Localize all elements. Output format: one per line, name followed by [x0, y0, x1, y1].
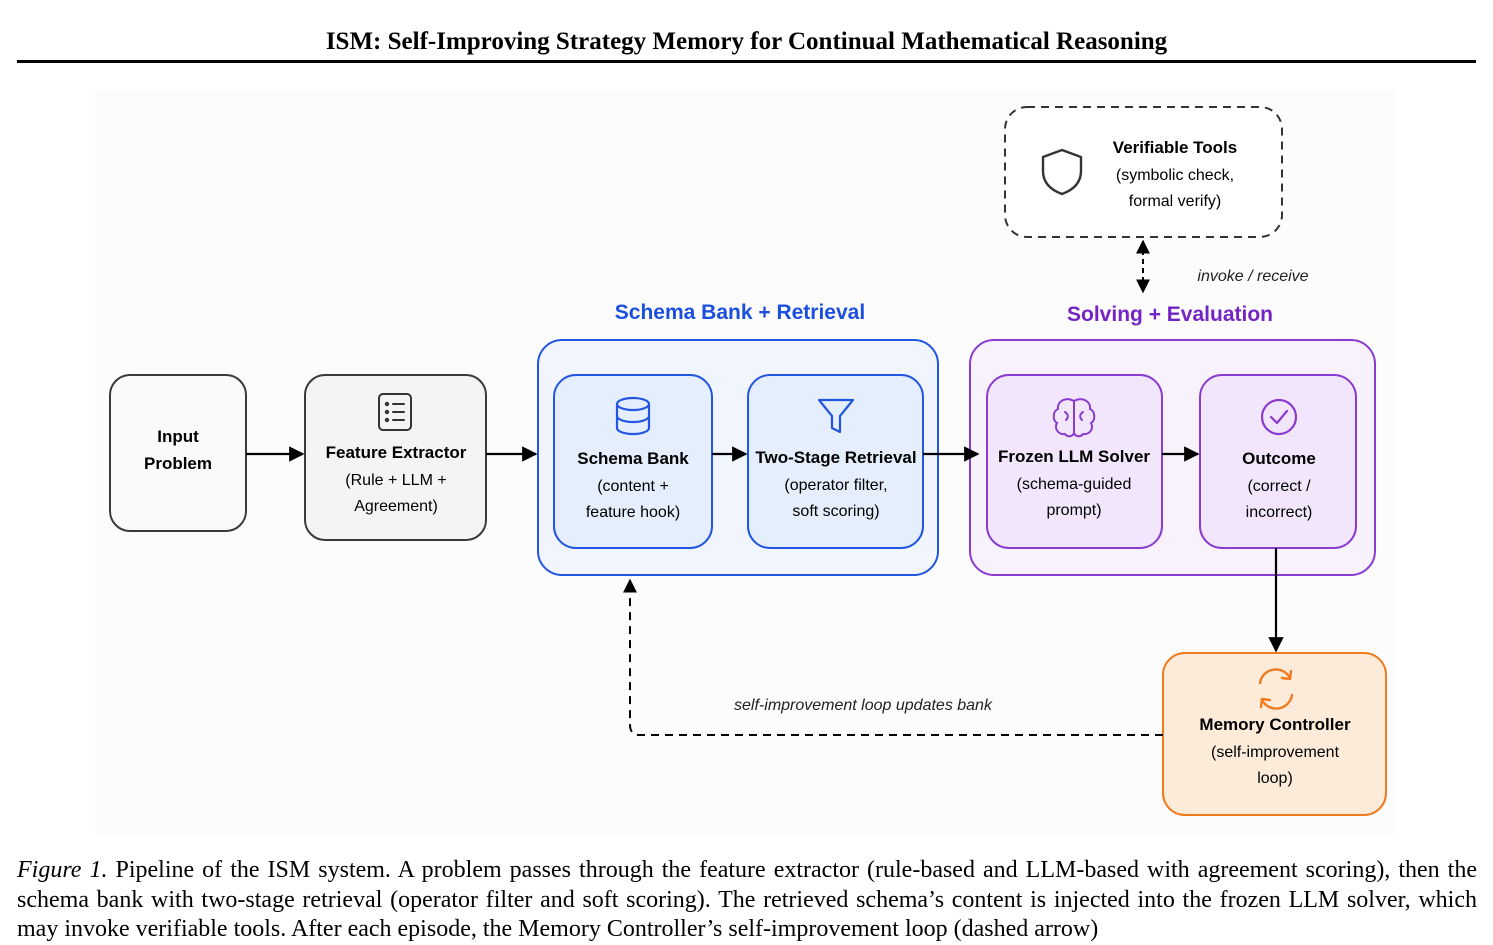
input-label-line2: Problem [144, 454, 212, 473]
retrieval-line1: (operator filter, [784, 477, 887, 494]
list-icon [378, 393, 412, 431]
title-rule [17, 60, 1476, 63]
outcome-title: Outcome [1242, 449, 1316, 468]
extractor-line1: (Rule + LLM + [345, 472, 446, 489]
memory-controller-node: Memory Controller (self-improvement loop… [1162, 652, 1387, 816]
pipeline-figure: Schema Bank + Retrieval Solving + Evalua… [95, 90, 1395, 835]
outcome-line1: (correct / [1247, 478, 1311, 495]
arrow-self-improvement-loop [623, 578, 1163, 736]
solving-group-title: Solving + Evaluation [1067, 303, 1273, 326]
memory-title: Memory Controller [1199, 715, 1351, 734]
schema-group-title: Schema Bank + Retrieval [615, 301, 865, 324]
extractor-title: Feature Extractor [326, 443, 467, 462]
feature-extractor-node: Feature Extractor (Rule + LLM + Agreemen… [304, 374, 487, 541]
schema-bank-line1: (content + [597, 478, 669, 495]
retrieval-title: Two-Stage Retrieval [755, 448, 916, 467]
schema-bank-title: Schema Bank [577, 449, 689, 468]
check-circle-icon [1260, 398, 1298, 436]
solver-line2: prompt) [1046, 502, 1101, 519]
pipeline-diagram: Schema Bank + Retrieval Solving + Evalua… [109, 106, 1387, 816]
schema-bank-line2: feature hook) [586, 504, 680, 521]
input-label-line1: Input [157, 427, 199, 446]
page-title: ISM: Self-Improving Strategy Memory for … [325, 28, 1168, 55]
schema-bank-node: Schema Bank (content + feature hook) [553, 374, 713, 549]
retrieval-line2: soft scoring) [792, 503, 879, 520]
outcome-node: Outcome (correct / incorrect) [1199, 374, 1357, 549]
brain-icon [1052, 398, 1096, 438]
two-stage-retrieval-node: Two-Stage Retrieval (operator filter, so… [747, 374, 924, 549]
shield-icon [1041, 148, 1083, 196]
input-problem-node: Input Problem [109, 374, 247, 532]
refresh-icon [1258, 668, 1294, 710]
tools-line1: (symbolic check, [1116, 167, 1234, 184]
outcome-line2: incorrect) [1246, 504, 1313, 521]
invoke-receive-label: invoke / receive [1197, 268, 1308, 285]
solver-line1: (schema-guided [1017, 476, 1132, 493]
caption-label: Figure 1. [17, 857, 108, 883]
caption-text: Pipeline of the ISM system. A problem pa… [17, 857, 1478, 942]
filter-icon [817, 398, 855, 434]
extractor-line2: Agreement) [354, 498, 438, 515]
memory-line1: (self-improvement [1211, 744, 1340, 761]
database-icon [615, 396, 651, 436]
memory-line2: loop) [1257, 770, 1293, 787]
solver-title: Frozen LLM Solver [998, 447, 1150, 466]
self-improvement-loop-label: self-improvement loop updates bank [734, 697, 993, 714]
frozen-llm-solver-node: Frozen LLM Solver (schema-guided prompt) [986, 374, 1163, 549]
tools-title: Verifiable Tools [1113, 138, 1237, 157]
verifiable-tools-node: Verifiable Tools (symbolic check, formal… [1004, 106, 1283, 238]
tools-line2: formal verify) [1129, 193, 1221, 210]
figure-caption: Figure 1. Pipeline of the ISM system. A … [17, 856, 1477, 945]
